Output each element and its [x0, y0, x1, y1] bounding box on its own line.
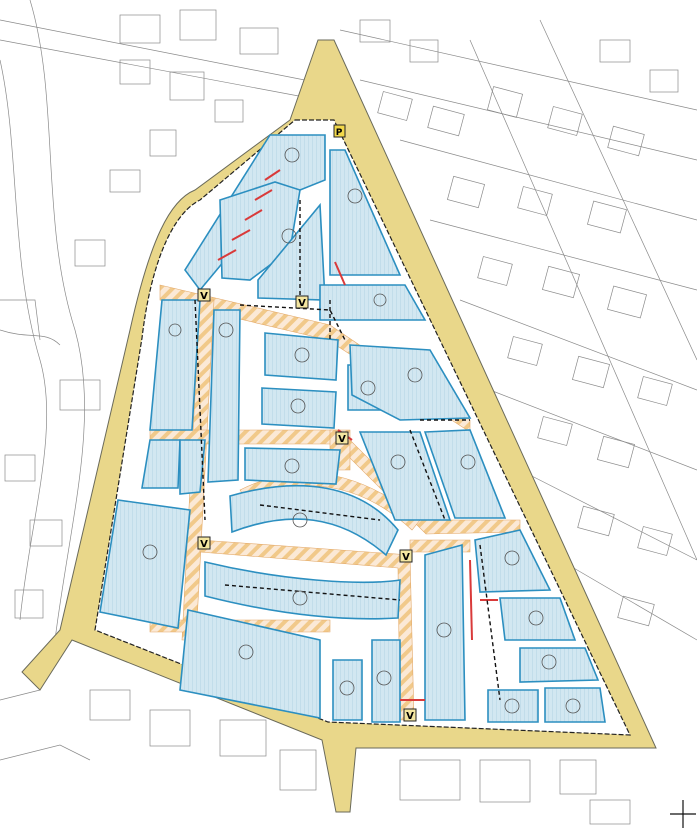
- map-markers: V V V V V V P: [197, 124, 417, 722]
- block-mid-right: [319, 284, 427, 321]
- block-south-2: [332, 659, 363, 721]
- svg-text:P: P: [336, 128, 343, 138]
- block-triangle: [329, 149, 402, 276]
- block-south-east-3: [499, 597, 577, 641]
- block-east-1: [349, 344, 472, 421]
- marker-v-6[interactable]: V: [403, 708, 417, 722]
- marker-v-3[interactable]: V: [335, 431, 349, 445]
- marker-v-4[interactable]: V: [197, 536, 211, 550]
- marker-v-5[interactable]: V: [399, 549, 413, 563]
- block-south-3: [371, 639, 401, 723]
- block-south-east-2: [474, 529, 552, 593]
- block-south-east-4: [519, 647, 600, 683]
- block-center-3: [244, 447, 341, 485]
- north-arrow-icon: [670, 800, 696, 828]
- block-south-east-6: [544, 687, 606, 723]
- setback-lines: [217, 169, 498, 701]
- block-south-east-5: [487, 689, 539, 723]
- marker-v-1[interactable]: V: [197, 288, 211, 302]
- block-center-1: [264, 332, 339, 381]
- block-east-3: [423, 429, 507, 519]
- block-left-col-2: [207, 309, 241, 483]
- svg-text:V: V: [402, 552, 410, 563]
- svg-text:V: V: [200, 539, 208, 550]
- tree-icon: [142, 147, 581, 714]
- block-arc-1: [229, 484, 399, 557]
- block-east-2: [358, 431, 452, 521]
- block-left-col-1: [149, 299, 201, 431]
- svg-text:V: V: [200, 291, 208, 302]
- block-south-1: [179, 609, 321, 719]
- marker-p[interactable]: P: [333, 124, 346, 138]
- svg-text:V: V: [406, 711, 414, 722]
- block-center-2: [261, 387, 337, 429]
- plot-boundaries: [194, 200, 501, 701]
- block-left-col-3: [141, 439, 181, 489]
- svg-text:V: V: [298, 298, 306, 309]
- block-arc-2: [204, 560, 401, 620]
- building-blocks: [99, 134, 606, 723]
- block-left-col-4: [179, 439, 206, 495]
- block-big-left: [99, 499, 191, 629]
- svg-text:V: V: [338, 434, 346, 445]
- marker-v-2[interactable]: V: [295, 295, 309, 309]
- block-south-east-1: [424, 543, 466, 721]
